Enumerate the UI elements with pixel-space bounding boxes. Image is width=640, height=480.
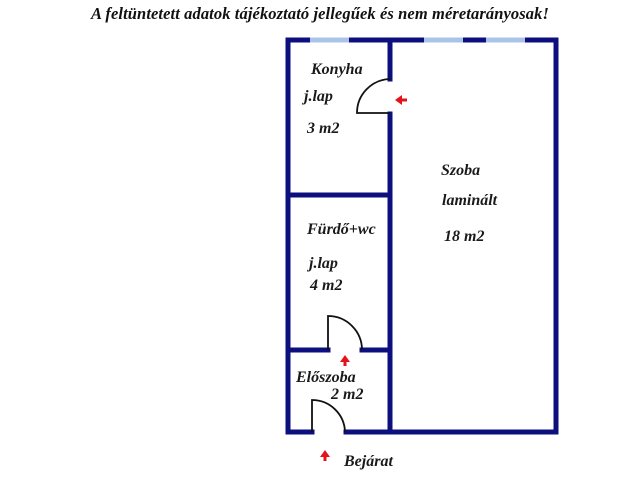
room-area-szoba: 18 m2 xyxy=(444,228,485,245)
entrance-door-icon xyxy=(311,399,346,433)
room-name-eloszoba: Előszoba xyxy=(296,369,356,386)
room-name-szoba: Szoba xyxy=(441,162,481,179)
room-area-eloszoba: 2 m2 xyxy=(331,386,364,403)
room-floor-furdo: j.lap xyxy=(309,255,338,272)
room-area-furdo: 4 m2 xyxy=(310,277,343,294)
arrow-up-icon xyxy=(320,450,330,461)
arrow-left-icon xyxy=(395,95,407,105)
room-name-furdo: Fürdő+wc xyxy=(307,221,376,238)
walls xyxy=(285,37,559,435)
doors xyxy=(311,78,391,433)
arrow-up-icon xyxy=(340,355,350,366)
room-area-konyha: 3 m2 xyxy=(307,120,340,137)
room-floor-szoba: laminált xyxy=(442,192,498,209)
arrows xyxy=(320,95,407,461)
room-floor-konyha: j.lap xyxy=(304,88,333,105)
bathroom-door-icon xyxy=(327,315,363,351)
room-name-konyha: Konyha xyxy=(311,61,363,78)
kitchen-door-icon xyxy=(356,78,391,114)
entrance-label: Bejárat xyxy=(344,453,393,470)
disclaimer-title: A feltüntetett adatok tájékoztató jelleg… xyxy=(90,4,550,23)
